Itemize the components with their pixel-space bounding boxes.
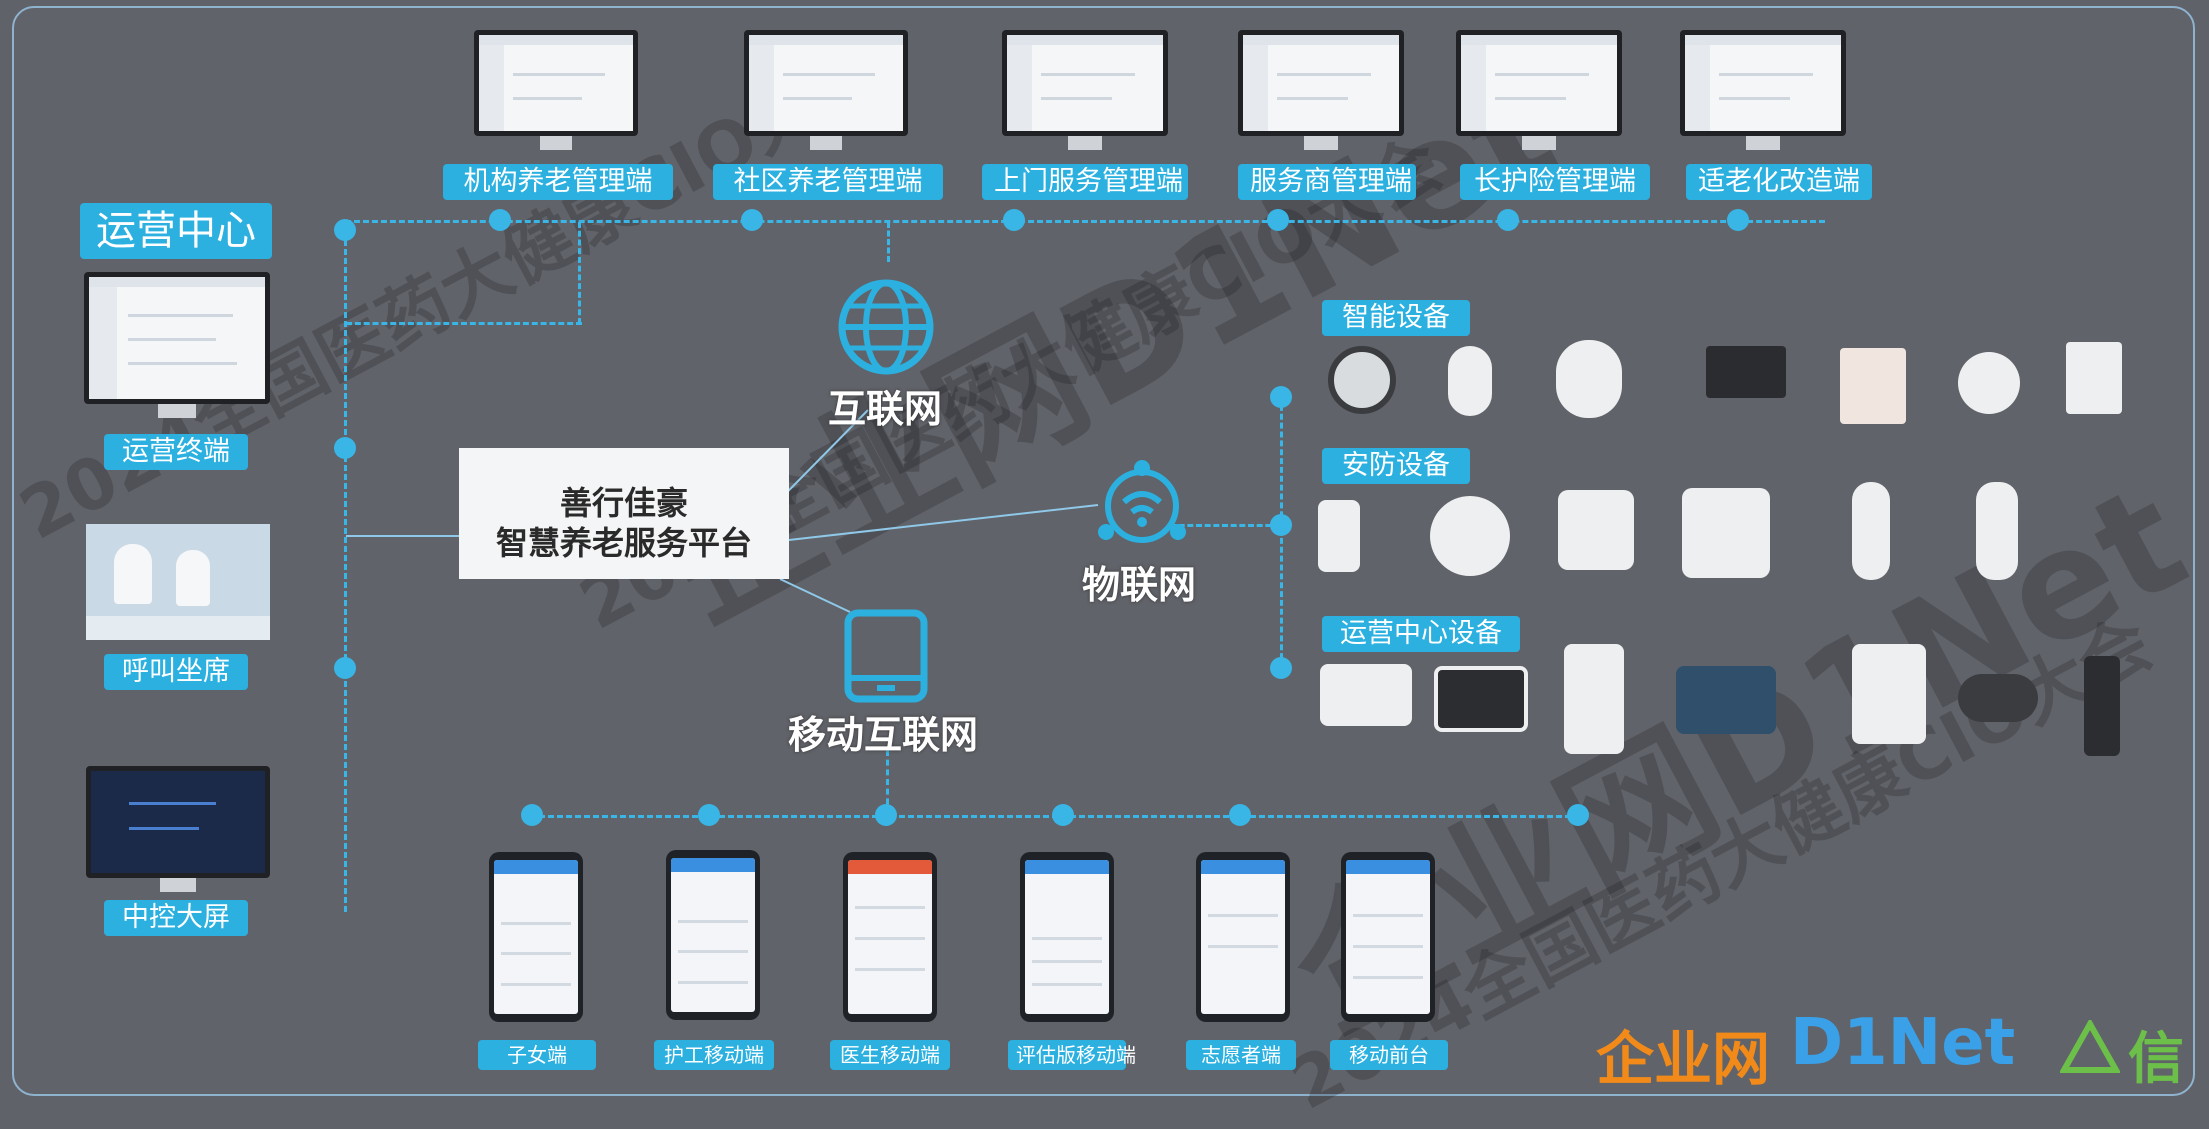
security-devices-label: 安防设备 xyxy=(1322,448,1470,484)
mobile-internet-label: 移动互联网 xyxy=(788,713,979,757)
volunteer-app-label: 志愿者端 xyxy=(1186,1040,1296,1070)
provider-admin-label: 服务商管理端 xyxy=(1238,164,1416,200)
junction-dot xyxy=(334,219,356,241)
health-meter-device xyxy=(2066,342,2122,414)
home-service-admin-label: 上门服务管理端 xyxy=(982,164,1188,200)
call-center-label: 呼叫坐席 xyxy=(104,654,248,690)
junction-dot xyxy=(1727,209,1749,231)
mobile-drop-line xyxy=(886,750,889,814)
operations-devices-label: 运营中心设备 xyxy=(1322,616,1520,652)
left-branch-drop xyxy=(578,222,581,324)
ltc-insurance-admin-monitor xyxy=(1456,30,1622,150)
junction-dot xyxy=(521,804,543,826)
control-screen-monitor xyxy=(86,766,270,892)
iot-link-line xyxy=(1170,524,1280,527)
caregiver-app-label: 护工移动端 xyxy=(654,1040,774,1070)
aging-renovation-label: 适老化改造端 xyxy=(1686,164,1872,200)
platform-box: 善行佳豪 智慧养老服务平台 xyxy=(459,448,789,579)
iot-hub-icon xyxy=(1098,460,1186,543)
globe-icon xyxy=(838,279,934,375)
doctor-app-label: 医生移动端 xyxy=(830,1040,950,1070)
operations-terminal-monitor xyxy=(84,272,270,418)
sensor-panel-device xyxy=(1840,348,1906,424)
phone-caregiver-app xyxy=(666,850,760,1020)
junction-dot xyxy=(875,804,897,826)
junction-dot xyxy=(489,209,511,231)
phone-doctor-app xyxy=(843,852,937,1022)
institution-admin-label: 机构养老管理端 xyxy=(443,164,673,200)
door-sensor-device xyxy=(1852,482,1890,580)
junction-dot xyxy=(1270,657,1292,679)
kiosk-device xyxy=(1564,644,1624,754)
junction-dot xyxy=(1052,804,1074,826)
institution-admin-monitor xyxy=(474,30,638,150)
left-branch-line xyxy=(346,322,582,325)
junction-dot xyxy=(1270,514,1292,536)
hub-box-device xyxy=(1682,488,1770,578)
community-admin-monitor xyxy=(744,30,908,150)
junction-dot xyxy=(1497,209,1519,231)
desk-phone-device xyxy=(1320,664,1412,726)
internet-label: 互联网 xyxy=(828,387,943,431)
phone-children-app xyxy=(489,852,583,1022)
smart-watch-device xyxy=(1328,346,1396,414)
left-bus-line xyxy=(344,222,347,912)
internet-drop-line xyxy=(887,222,890,262)
assessment-app-label: 评估版移动端 xyxy=(1008,1040,1136,1070)
brand-logo-text: 企业网 xyxy=(1596,1025,1771,1093)
front-desk-app-label: 移动前台 xyxy=(1330,1040,1448,1070)
card-reader-device xyxy=(1434,666,1528,732)
junction-dot xyxy=(1229,804,1251,826)
platform-brand: 善行佳豪 xyxy=(559,484,688,522)
round-sensor-device xyxy=(1958,352,2020,414)
camera-device xyxy=(1448,346,1492,416)
smart-devices-label: 智能设备 xyxy=(1322,300,1470,336)
community-admin-label: 社区养老管理端 xyxy=(713,164,943,200)
operations-terminal-label: 运营终端 xyxy=(104,434,248,470)
junction-dot xyxy=(334,657,356,679)
gas-alarm-device xyxy=(1318,500,1360,572)
platform-name: 智慧养老服务平台 xyxy=(495,524,752,562)
junction-dot xyxy=(1270,386,1292,408)
provider-admin-monitor xyxy=(1238,30,1404,150)
phone-front-desk-app xyxy=(1341,852,1435,1022)
junction-dot xyxy=(1267,209,1289,231)
iot-label: 物联网 xyxy=(1082,563,1197,607)
brand-logo-net: D1Net xyxy=(1790,1006,2016,1080)
call-center-photo xyxy=(86,524,270,640)
control-screen-label: 中控大屏 xyxy=(104,900,248,936)
printer-device xyxy=(1852,644,1926,744)
partner-logo-icon xyxy=(2060,1020,2120,1073)
junction-dot xyxy=(334,437,356,459)
aging-renovation-monitor xyxy=(1680,30,1846,150)
tablet-terminal-device xyxy=(1706,346,1786,398)
display-stand-device xyxy=(2084,656,2120,756)
phone-assessment-app xyxy=(1020,852,1114,1022)
ltc-insurance-admin-label: 长护险管理端 xyxy=(1460,164,1650,200)
phone-volunteer-app xyxy=(1196,852,1290,1022)
tablet-icon xyxy=(844,609,928,703)
emergency-button-device xyxy=(1976,482,2018,580)
home-service-admin-monitor xyxy=(1002,30,1168,150)
handset-device xyxy=(1958,674,2038,722)
children-app-label: 子女端 xyxy=(478,1040,596,1070)
smoke-detector-device xyxy=(1430,496,1510,576)
pad-device xyxy=(1676,666,1776,734)
partner-logo-text: 信 xyxy=(2128,1027,2184,1092)
dome-camera-device xyxy=(1556,340,1622,418)
junction-dot xyxy=(741,209,763,231)
junction-dot xyxy=(1003,209,1025,231)
junction-dot xyxy=(1567,804,1589,826)
junction-dot xyxy=(698,804,720,826)
top-bus-line xyxy=(345,220,1825,223)
gateway-device xyxy=(1558,490,1634,570)
operations-center-title: 运营中心 xyxy=(80,203,272,259)
